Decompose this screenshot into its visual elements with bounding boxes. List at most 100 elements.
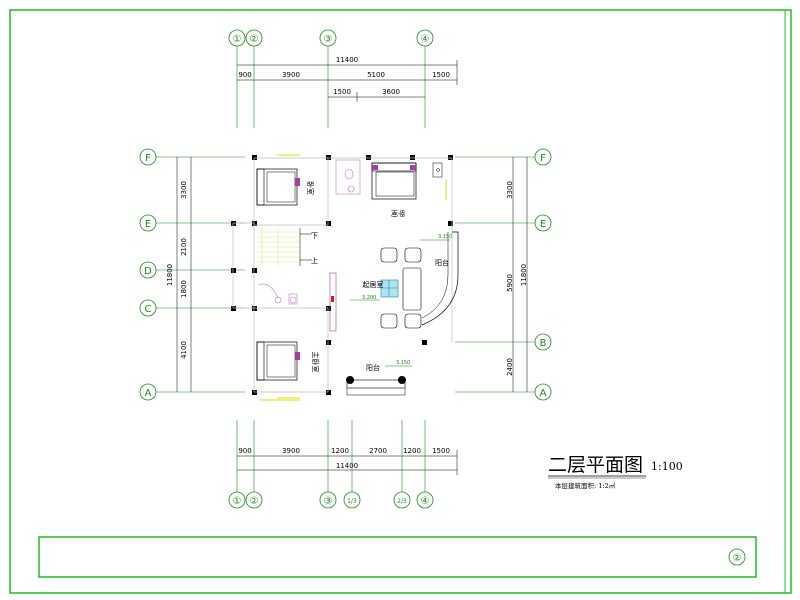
dim-top-seg-3: 5100 bbox=[367, 71, 385, 79]
level-mark-balcony-east: 3.150 bbox=[438, 234, 452, 240]
axis-bubble-bottom-1-3 bbox=[343, 491, 361, 509]
dim-bottom-seg-2: 3900 bbox=[282, 447, 300, 455]
axis-bubble-bottom-4 bbox=[416, 491, 434, 509]
axis-label-bottom-2: ② bbox=[250, 496, 259, 507]
axis-bubble-bottom-2 bbox=[245, 491, 263, 509]
bottom-axis-markers: ① ② ③ 1/3 2/3 ④ bbox=[228, 420, 434, 509]
dim-top-seg-1: 900 bbox=[238, 71, 251, 79]
room-label-bedroom-2: 卧室 bbox=[391, 209, 405, 218]
dim-top-seg-4: 1500 bbox=[432, 71, 450, 79]
top-axis-markers: ① ② ③ ④ bbox=[228, 29, 434, 128]
stair-label-up: 上 bbox=[311, 256, 318, 265]
dim-left-seg-3: 1800 bbox=[180, 280, 188, 298]
room-label-balcony-south: 阳台 bbox=[366, 363, 380, 372]
bed-icon bbox=[256, 168, 298, 206]
windows bbox=[260, 154, 447, 401]
washroom bbox=[257, 283, 298, 305]
axis-bubble-bottom-3 bbox=[319, 491, 337, 509]
bedroom-2: 卧室 bbox=[371, 162, 443, 218]
level-mark-living: 3.200 bbox=[362, 295, 376, 301]
armchair-icon-3 bbox=[404, 247, 422, 263]
dim-bottom-seg-6: 1500 bbox=[432, 447, 450, 455]
dim-left-seg-2: 2100 bbox=[180, 238, 188, 256]
structural-columns bbox=[231, 155, 453, 395]
dim-right-seg-1: 3300 bbox=[506, 181, 514, 199]
axis-label-right-B: B bbox=[540, 338, 547, 349]
coffee-table-icon bbox=[380, 279, 399, 298]
axis-label-left-D: D bbox=[144, 266, 152, 277]
right-dimensions: 3300 5900 2400 11800 bbox=[506, 157, 528, 392]
axis-label-bottom-3: ③ bbox=[324, 496, 333, 507]
bedroom-1: 卧室 bbox=[256, 168, 315, 206]
axis-bubble-top-3 bbox=[319, 29, 337, 47]
master-bedroom: 主卧室 bbox=[256, 341, 320, 381]
area-note: 本层建筑面积: 1:2㎡ bbox=[555, 481, 616, 490]
axis-label-top-1: ① bbox=[233, 34, 242, 45]
top-dimensions: 11400 900 3900 5100 1500 1500 3600 bbox=[237, 56, 458, 102]
tv-cabinet bbox=[329, 272, 337, 332]
dim-top-inner-1: 1500 bbox=[333, 88, 351, 96]
axis-label-top-3: ③ bbox=[324, 34, 333, 45]
balcony-south: 阳台 3.150 bbox=[346, 360, 412, 396]
bed-icon-master bbox=[256, 341, 298, 381]
title-block-frame bbox=[38, 536, 757, 578]
bathroom bbox=[335, 159, 361, 195]
walls bbox=[232, 157, 453, 393]
bottom-dimensions: 900 3900 1200 2700 1200 1500 11400 bbox=[237, 447, 458, 475]
dim-right-seg-3: 2400 bbox=[506, 358, 514, 376]
room-label-balcony-east: 阳台 bbox=[435, 258, 449, 267]
living-room: 起居室 3.200 bbox=[329, 247, 422, 332]
armchair-icon-4 bbox=[404, 313, 422, 329]
armchair-icon-2 bbox=[380, 313, 398, 329]
dim-top-seg-2: 3900 bbox=[282, 71, 300, 79]
bed-icon-2 bbox=[371, 162, 417, 200]
axis-label-left-C: C bbox=[145, 304, 152, 315]
axis-label-top-4: ④ bbox=[421, 34, 430, 45]
outer-frame bbox=[9, 9, 792, 594]
axis-label-right-A: A bbox=[540, 388, 547, 399]
axis-label-top-2: ② bbox=[250, 34, 259, 45]
drawing-title: 二层平面图 bbox=[548, 454, 643, 476]
room-label-bedroom-1: 卧室 bbox=[306, 181, 315, 195]
staircase bbox=[258, 228, 312, 266]
dim-top-total: 11400 bbox=[336, 56, 358, 64]
axis-label-bottom-1: ① bbox=[233, 496, 242, 507]
axis-label-left-A: A bbox=[145, 388, 152, 399]
axis-label-bottom-4: ④ bbox=[421, 496, 430, 507]
dim-top-inner-2: 3600 bbox=[382, 88, 400, 96]
left-dimensions: 3300 2100 1800 4100 11800 bbox=[166, 157, 192, 392]
drawing-scale: 1:100 bbox=[651, 460, 683, 473]
dim-right-total: 11800 bbox=[520, 264, 528, 286]
dim-left-total: 11800 bbox=[166, 264, 174, 286]
left-axis-markers: F E D C A bbox=[139, 148, 245, 401]
axis-label-left-E: E bbox=[145, 219, 151, 230]
axis-label-right-E: E bbox=[540, 219, 546, 230]
axis-label-bottom-1-3: 1/3 bbox=[347, 498, 357, 505]
dim-left-seg-1: 3300 bbox=[180, 181, 188, 199]
dim-bottom-seg-5: 1200 bbox=[403, 447, 421, 455]
balcony-east: 阳台 3.150 bbox=[420, 231, 459, 326]
sheet-number-bubble bbox=[728, 548, 746, 566]
right-axis-markers: F E B A bbox=[455, 148, 552, 401]
axis-label-bottom-2-3: 2/3 bbox=[397, 498, 407, 505]
room-label-living: 起居室 bbox=[363, 280, 384, 289]
dim-right-seg-2: 5900 bbox=[506, 274, 514, 292]
dim-bottom-seg-4: 2700 bbox=[369, 447, 387, 455]
sofa-icon bbox=[402, 267, 422, 311]
axis-label-right-F: F bbox=[540, 153, 546, 164]
axis-bubble-top-1 bbox=[228, 29, 246, 47]
axis-label-left-F: F bbox=[145, 153, 151, 164]
axis-bubble-top-2 bbox=[245, 29, 263, 47]
stair-label-down: 下 bbox=[311, 232, 318, 240]
axis-bubble-top-4 bbox=[416, 29, 434, 47]
level-mark-balcony-south: 3.150 bbox=[396, 360, 410, 366]
dim-bottom-seg-3: 1200 bbox=[331, 447, 349, 455]
dim-bottom-seg-1: 900 bbox=[238, 447, 251, 455]
dim-left-seg-4: 4100 bbox=[180, 341, 188, 359]
axis-bubble-bottom-1 bbox=[228, 491, 246, 509]
axis-bubble-bottom-2-3 bbox=[393, 491, 411, 509]
armchair-icon bbox=[380, 247, 398, 263]
sheet-number: ② bbox=[733, 553, 742, 564]
room-label-master-bedroom: 主卧室 bbox=[311, 352, 320, 373]
